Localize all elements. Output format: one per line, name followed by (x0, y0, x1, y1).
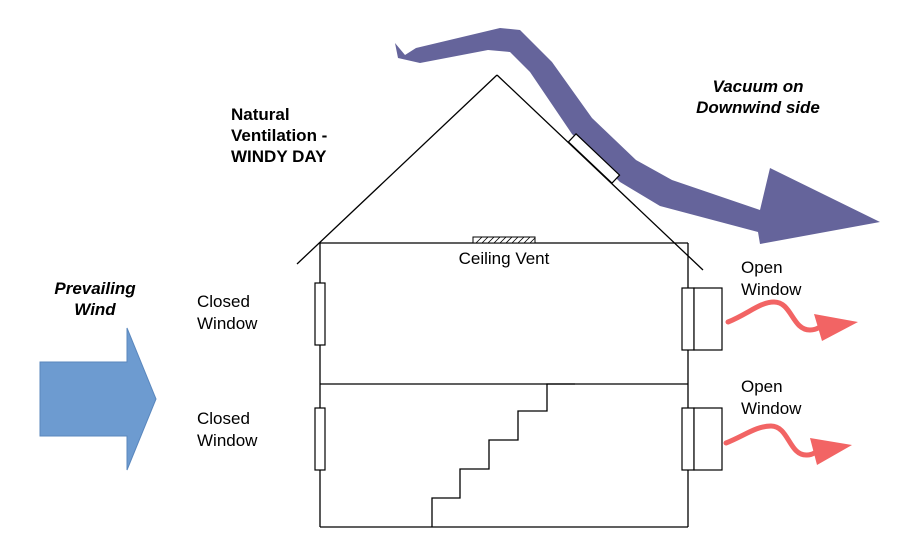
vacuum-label: Vacuum on Downwind side (696, 77, 820, 117)
diagram-title: Natural Ventilation - WINDY DAY (231, 105, 327, 166)
closed-window-upper (314, 282, 326, 346)
prevailing-label-line-1: Prevailing (54, 279, 136, 298)
open-window-upper-label: Open Window (741, 258, 802, 299)
title-line-2: Ventilation - (231, 126, 327, 145)
closed-window-lower-line-1: Closed (197, 409, 250, 428)
closed-window-upper-line-1: Closed (197, 292, 250, 311)
staircase (431, 383, 575, 527)
closed-window-lower-line-2: Window (197, 431, 258, 450)
prevailing-label-line-2: Wind (74, 300, 116, 319)
open-window-lower (681, 407, 723, 471)
vacuum-label-line-2: Downwind side (696, 98, 820, 117)
ceiling-vent (472, 236, 536, 244)
open-window-lower-line-2: Window (741, 399, 802, 418)
vacuum-label-line-1: Vacuum on (713, 77, 804, 96)
prevailing-wind-arrow (39, 327, 157, 471)
closed-window-lower-label: Closed Window (197, 409, 258, 450)
closed-window-upper-label: Closed Window (197, 292, 258, 333)
closed-window-upper-line-2: Window (197, 314, 258, 333)
open-window-upper-line-1: Open (741, 258, 783, 277)
open-window-lower-line-1: Open (741, 377, 783, 396)
open-window-lower-label: Open Window (741, 377, 802, 418)
lower-outflow-arrow (723, 423, 852, 465)
upper-outflow-arrow (725, 299, 858, 341)
vacuum-airflow-arrow (395, 28, 880, 244)
title-line-3: WINDY DAY (231, 147, 327, 166)
prevailing-wind-label: Prevailing Wind (54, 279, 136, 319)
roof-vent (567, 133, 621, 184)
ceiling-vent-label: Ceiling Vent (459, 249, 550, 268)
title-line-1: Natural (231, 105, 290, 124)
open-window-upper-line-2: Window (741, 280, 802, 299)
roof-left-line (296, 74, 498, 265)
closed-window-lower (314, 407, 326, 471)
open-window-upper (681, 287, 723, 351)
